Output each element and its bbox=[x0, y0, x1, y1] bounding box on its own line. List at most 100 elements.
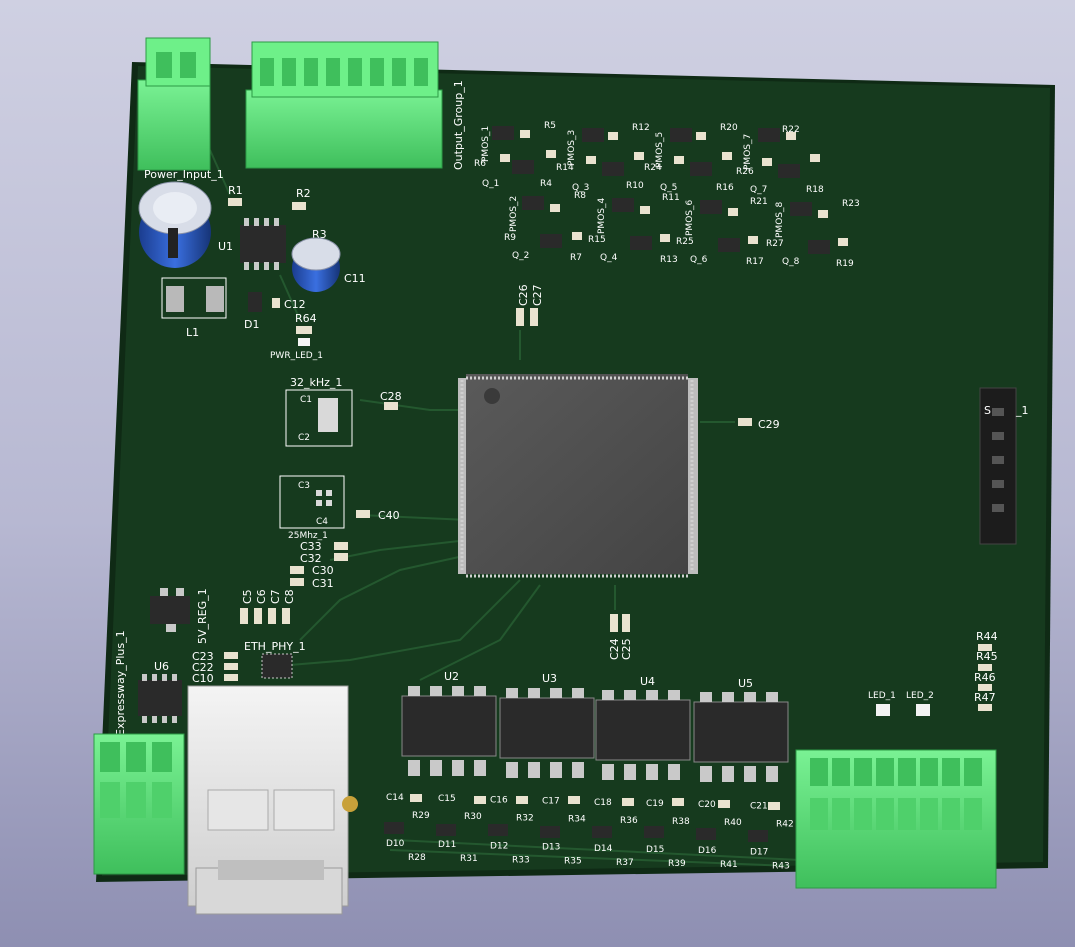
bottom-capacitor-label: C19 bbox=[646, 799, 664, 809]
c33-capacitor bbox=[334, 542, 348, 550]
c7-label: C7 bbox=[269, 589, 282, 604]
pmos-resistor-label: R14 bbox=[556, 163, 574, 173]
bottom-resistor-label: R29 bbox=[412, 811, 430, 821]
l1-label: L1 bbox=[186, 326, 199, 339]
pmos-array bbox=[492, 126, 848, 254]
u3-chip bbox=[499, 688, 595, 778]
u4-chip bbox=[595, 690, 691, 780]
c4-label: C4 bbox=[316, 517, 328, 527]
transistor-label: Q_3 bbox=[572, 183, 589, 193]
bottom-resistor-label: R41 bbox=[720, 860, 738, 870]
pmos-label: PMOS_1 bbox=[481, 126, 491, 162]
pin-header[interactable] bbox=[979, 387, 1017, 545]
c12-capacitor bbox=[272, 298, 280, 308]
r2-label: R2 bbox=[296, 187, 311, 200]
c30-label: C30 bbox=[312, 564, 334, 577]
u6-chip bbox=[138, 674, 182, 723]
c27-label: C27 bbox=[531, 284, 544, 306]
pmos-resistor-label: R5 bbox=[544, 121, 556, 131]
bottom-resistor-label: R35 bbox=[564, 857, 582, 867]
transistor-label: Q_1 bbox=[482, 179, 499, 189]
bottom-resistor-label: R30 bbox=[464, 812, 482, 822]
u2-chip bbox=[401, 686, 497, 776]
bottom-diode-label: D17 bbox=[750, 847, 768, 857]
pmos-resistor-label: R4 bbox=[540, 179, 552, 189]
bottom-capacitor-label: C16 bbox=[490, 795, 508, 805]
c8-label: C8 bbox=[283, 589, 296, 604]
bottom-resistor-label: R31 bbox=[460, 854, 478, 864]
r2-resistor bbox=[292, 202, 306, 210]
header-label-suffix: _1 bbox=[1015, 404, 1029, 417]
crystal-32k-label: 32_kHz_1 bbox=[290, 376, 342, 389]
transistor-label: Q_2 bbox=[512, 251, 529, 261]
reg-5v-chip bbox=[150, 588, 190, 632]
eth-phy-chip bbox=[261, 653, 293, 679]
r47-label: R47 bbox=[974, 691, 996, 704]
power-input-terminal[interactable] bbox=[137, 37, 211, 171]
u4-label: U4 bbox=[640, 675, 655, 688]
c32-label: C32 bbox=[300, 552, 322, 565]
c26-capacitor bbox=[516, 308, 524, 326]
output-terminal-right[interactable] bbox=[795, 749, 997, 889]
bottom-diode-label: D15 bbox=[646, 845, 664, 855]
bottom-capacitor-label: C18 bbox=[594, 798, 612, 808]
c32-capacitor bbox=[334, 553, 348, 561]
bottom-resistor-label: R40 bbox=[724, 818, 742, 828]
c25-label: C25 bbox=[620, 638, 633, 660]
pmos-resistor-label: R9 bbox=[504, 233, 516, 243]
bottom-resistor-label: R39 bbox=[668, 859, 686, 869]
expressway-terminal[interactable] bbox=[93, 733, 185, 875]
c29-capacitor bbox=[738, 418, 752, 426]
power-input-label: Power_Input_1 bbox=[144, 168, 224, 181]
pmos-resistor-label: R26 bbox=[736, 167, 754, 177]
bottom-diode-label: D12 bbox=[490, 841, 508, 851]
mcu-chip bbox=[458, 374, 698, 578]
transistor-label: Q_5 bbox=[660, 183, 677, 193]
bottom-capacitor-label: C21 bbox=[750, 801, 768, 811]
pwr-led bbox=[298, 338, 310, 346]
rj45-ethernet-jack[interactable] bbox=[187, 685, 358, 915]
r44-label: R44 bbox=[976, 630, 998, 643]
reg-5v-label: 5V_REG_1 bbox=[196, 588, 209, 644]
c30-capacitor bbox=[290, 566, 304, 574]
bottom-resistor-label: R36 bbox=[620, 816, 638, 826]
header-label: S bbox=[984, 404, 991, 417]
pmos-resistor-label: R15 bbox=[588, 235, 606, 245]
u6-label: U6 bbox=[154, 660, 169, 673]
electrolytic-capacitor-large bbox=[138, 181, 212, 268]
pmos-resistor-label: R18 bbox=[806, 185, 824, 195]
c5-label: C5 bbox=[241, 589, 254, 604]
u2-label: U2 bbox=[444, 670, 459, 683]
u5-chip bbox=[693, 692, 789, 782]
crystal-25m-label: 25Mhz_1 bbox=[288, 531, 328, 541]
bottom-resistor-label: R43 bbox=[772, 861, 790, 871]
pmos-resistor-label: R13 bbox=[660, 255, 678, 265]
output-group-terminal[interactable] bbox=[245, 41, 443, 169]
transistor-label: Q_4 bbox=[600, 253, 618, 263]
c3-label: C3 bbox=[298, 481, 310, 491]
c26-label: C26 bbox=[517, 284, 530, 306]
c24-label: C24 bbox=[608, 638, 621, 660]
bottom-resistor-label: R28 bbox=[408, 853, 426, 863]
pmos-label: PMOS_8 bbox=[775, 202, 785, 238]
bottom-capacitor-label: C20 bbox=[698, 800, 716, 810]
bottom-capacitor-label: C17 bbox=[542, 797, 560, 807]
c23-label: C23 bbox=[192, 650, 214, 663]
pmos-resistor-label: R20 bbox=[720, 123, 738, 133]
bottom-resistor-label: R38 bbox=[672, 817, 690, 827]
pmos-resistor-label: R8 bbox=[574, 191, 586, 201]
led1 bbox=[876, 704, 890, 716]
expressway-label: Expressway_Plus_1 bbox=[114, 630, 127, 736]
crystal-25m bbox=[316, 490, 332, 506]
c28-capacitor bbox=[384, 402, 398, 410]
bottom-diode-label: D10 bbox=[386, 839, 405, 849]
c31-capacitor bbox=[290, 578, 304, 586]
r64-label: R64 bbox=[295, 312, 317, 325]
r1-label: R1 bbox=[228, 184, 243, 197]
bottom-resistor-label: R32 bbox=[516, 813, 534, 823]
pmos-label: PMOS_7 bbox=[743, 134, 753, 170]
c28-label: C28 bbox=[380, 390, 402, 403]
u1-chip bbox=[240, 218, 286, 270]
transistor-label: Q_7 bbox=[750, 185, 767, 195]
